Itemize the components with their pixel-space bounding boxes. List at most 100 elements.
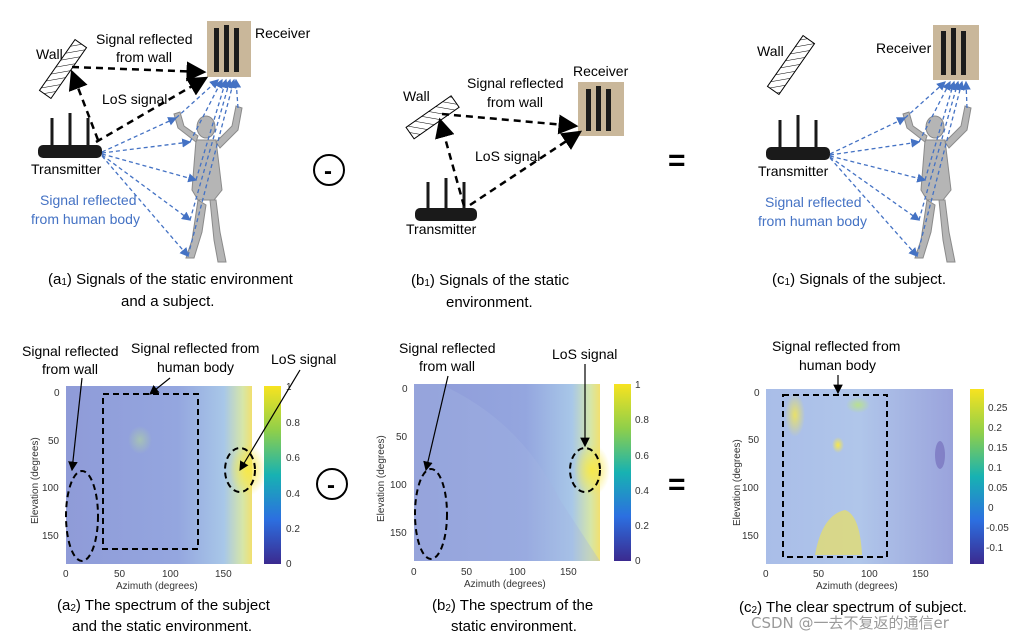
xlabel-b2: Azimuth (degrees) bbox=[464, 579, 546, 590]
svg-text:0.1: 0.1 bbox=[988, 463, 1002, 474]
annotation-arrows-b2 bbox=[423, 364, 590, 472]
caption-b1-line1: (b1) Signals of the static bbox=[411, 272, 570, 289]
svg-text:50: 50 bbox=[114, 569, 126, 580]
refl-wall-label-2: from wall bbox=[116, 49, 172, 65]
caption-b1-line2: environment. bbox=[446, 294, 533, 311]
svg-text:100: 100 bbox=[390, 480, 407, 491]
svg-text:150: 150 bbox=[560, 567, 577, 578]
svg-text:-0.1: -0.1 bbox=[986, 543, 1004, 554]
svg-text:100: 100 bbox=[162, 569, 179, 580]
svg-text:50: 50 bbox=[813, 569, 825, 580]
ann-los: LoS signal bbox=[271, 351, 336, 367]
svg-text:0: 0 bbox=[411, 567, 417, 578]
human-reflection-paths bbox=[101, 78, 242, 257]
panel-a1: Wall Signal reflected from wall Receiver… bbox=[31, 21, 311, 310]
refl-wall-label-1: Signal reflected bbox=[467, 75, 564, 91]
svg-text:0.2: 0.2 bbox=[635, 521, 649, 532]
receiver-icon bbox=[578, 82, 624, 136]
svg-text:50: 50 bbox=[396, 432, 408, 443]
receiver-label: Receiver bbox=[876, 40, 932, 56]
wall-label: Wall bbox=[36, 46, 63, 62]
svg-text:-: - bbox=[327, 472, 335, 499]
transmitter-icon bbox=[415, 178, 477, 221]
svg-text:150: 150 bbox=[742, 531, 759, 542]
svg-text:1: 1 bbox=[635, 380, 641, 391]
minus-operator-top: - bbox=[313, 154, 345, 186]
annotation-arrows-a2 bbox=[68, 369, 301, 472]
svg-text:0.6: 0.6 bbox=[286, 453, 300, 464]
svg-text:0.8: 0.8 bbox=[635, 415, 649, 426]
svg-text:0.25: 0.25 bbox=[988, 403, 1008, 414]
human-label-1: Signal reflected bbox=[40, 192, 137, 208]
svg-text:-: - bbox=[324, 158, 332, 185]
caption-b2-line2: static environment. bbox=[451, 618, 577, 635]
los-paths bbox=[435, 112, 583, 207]
los-paths bbox=[68, 61, 209, 144]
svg-text:0.6: 0.6 bbox=[635, 451, 649, 462]
los-label: LoS signal bbox=[102, 91, 167, 107]
svg-text:0.2: 0.2 bbox=[286, 524, 300, 535]
caption-c2: (c2) The clear spectrum of subject. bbox=[739, 599, 967, 616]
svg-text:0.4: 0.4 bbox=[286, 489, 300, 500]
wall-icon bbox=[38, 38, 88, 100]
panel-c1: Wall Receiver Transmitter Signal reflect… bbox=[757, 25, 979, 288]
ann-wall-2: from wall bbox=[42, 361, 98, 377]
ann-human-2: human body bbox=[157, 359, 234, 375]
wall-label: Wall bbox=[403, 88, 430, 104]
ann-human-1: Signal reflected from bbox=[772, 338, 900, 354]
minus-operator-bottom: - bbox=[316, 468, 348, 500]
receiver-label: Receiver bbox=[255, 25, 311, 41]
heatmap-b2 bbox=[414, 384, 600, 561]
svg-text:0: 0 bbox=[635, 556, 641, 567]
xlabel-a2: Azimuth (degrees) bbox=[116, 581, 198, 592]
human-figure bbox=[902, 105, 972, 263]
panel-c2: Signal reflected from human body 0.25 0.… bbox=[732, 338, 1009, 616]
caption-c1: (c1) Signals of the subject. bbox=[772, 271, 946, 288]
ann-human-1: Signal reflected from bbox=[131, 340, 259, 356]
human-reflection-paths bbox=[829, 80, 971, 257]
ann-wall-1: Signal reflected bbox=[399, 340, 496, 356]
svg-text:150: 150 bbox=[215, 569, 232, 580]
svg-text:0.8: 0.8 bbox=[286, 418, 300, 429]
human-label-1: Signal reflected bbox=[765, 194, 862, 210]
receiver-icon bbox=[933, 25, 979, 80]
ann-wall-1: Signal reflected bbox=[22, 343, 119, 359]
human-label-2: from human body bbox=[758, 213, 867, 229]
svg-text:150: 150 bbox=[912, 569, 929, 580]
svg-text:150: 150 bbox=[42, 531, 59, 542]
caption-a1-line1: (a1) Signals of the static environment bbox=[48, 271, 294, 288]
annotation-shapes-a2 bbox=[65, 393, 256, 562]
wall-label: Wall bbox=[757, 43, 784, 59]
panel-b1: Wall Signal reflected from wall Receiver… bbox=[403, 63, 629, 311]
human-figure bbox=[173, 105, 243, 263]
ann-los: LoS signal bbox=[552, 346, 617, 362]
annotation-box-c2 bbox=[782, 394, 888, 558]
ylabel-b2: Elevation (degrees) bbox=[376, 435, 387, 522]
equals-operator-bottom: = bbox=[668, 468, 686, 501]
svg-text:0.15: 0.15 bbox=[988, 443, 1008, 454]
svg-text:0: 0 bbox=[754, 388, 760, 399]
heatmap-a2 bbox=[66, 386, 252, 564]
refl-wall-label-2: from wall bbox=[487, 94, 543, 110]
svg-text:100: 100 bbox=[509, 567, 526, 578]
svg-text:50: 50 bbox=[48, 436, 60, 447]
watermark: CSDN @一去不复返的通信er bbox=[751, 614, 950, 632]
ann-human-2: human body bbox=[799, 357, 876, 373]
svg-text:0: 0 bbox=[54, 388, 60, 399]
svg-text:-0.05: -0.05 bbox=[986, 523, 1009, 534]
transmitter-label: Transmitter bbox=[406, 221, 477, 237]
svg-text:0: 0 bbox=[988, 503, 994, 514]
ann-wall-2: from wall bbox=[419, 358, 475, 374]
svg-text:0: 0 bbox=[402, 384, 408, 395]
transmitter-icon bbox=[766, 115, 830, 160]
receiver-label: Receiver bbox=[573, 63, 629, 79]
equals-operator-top: = bbox=[668, 144, 686, 177]
svg-text:100: 100 bbox=[861, 569, 878, 580]
xlabel-c2: Azimuth (degrees) bbox=[816, 581, 898, 592]
caption-a2-line2: and the static environment. bbox=[72, 618, 252, 635]
receiver-icon bbox=[207, 21, 251, 77]
caption-b2-line1: (b2) The spectrum of the bbox=[432, 597, 593, 614]
ylabel-c2: Elevation (degrees) bbox=[732, 439, 743, 526]
svg-text:0.2: 0.2 bbox=[988, 423, 1002, 434]
